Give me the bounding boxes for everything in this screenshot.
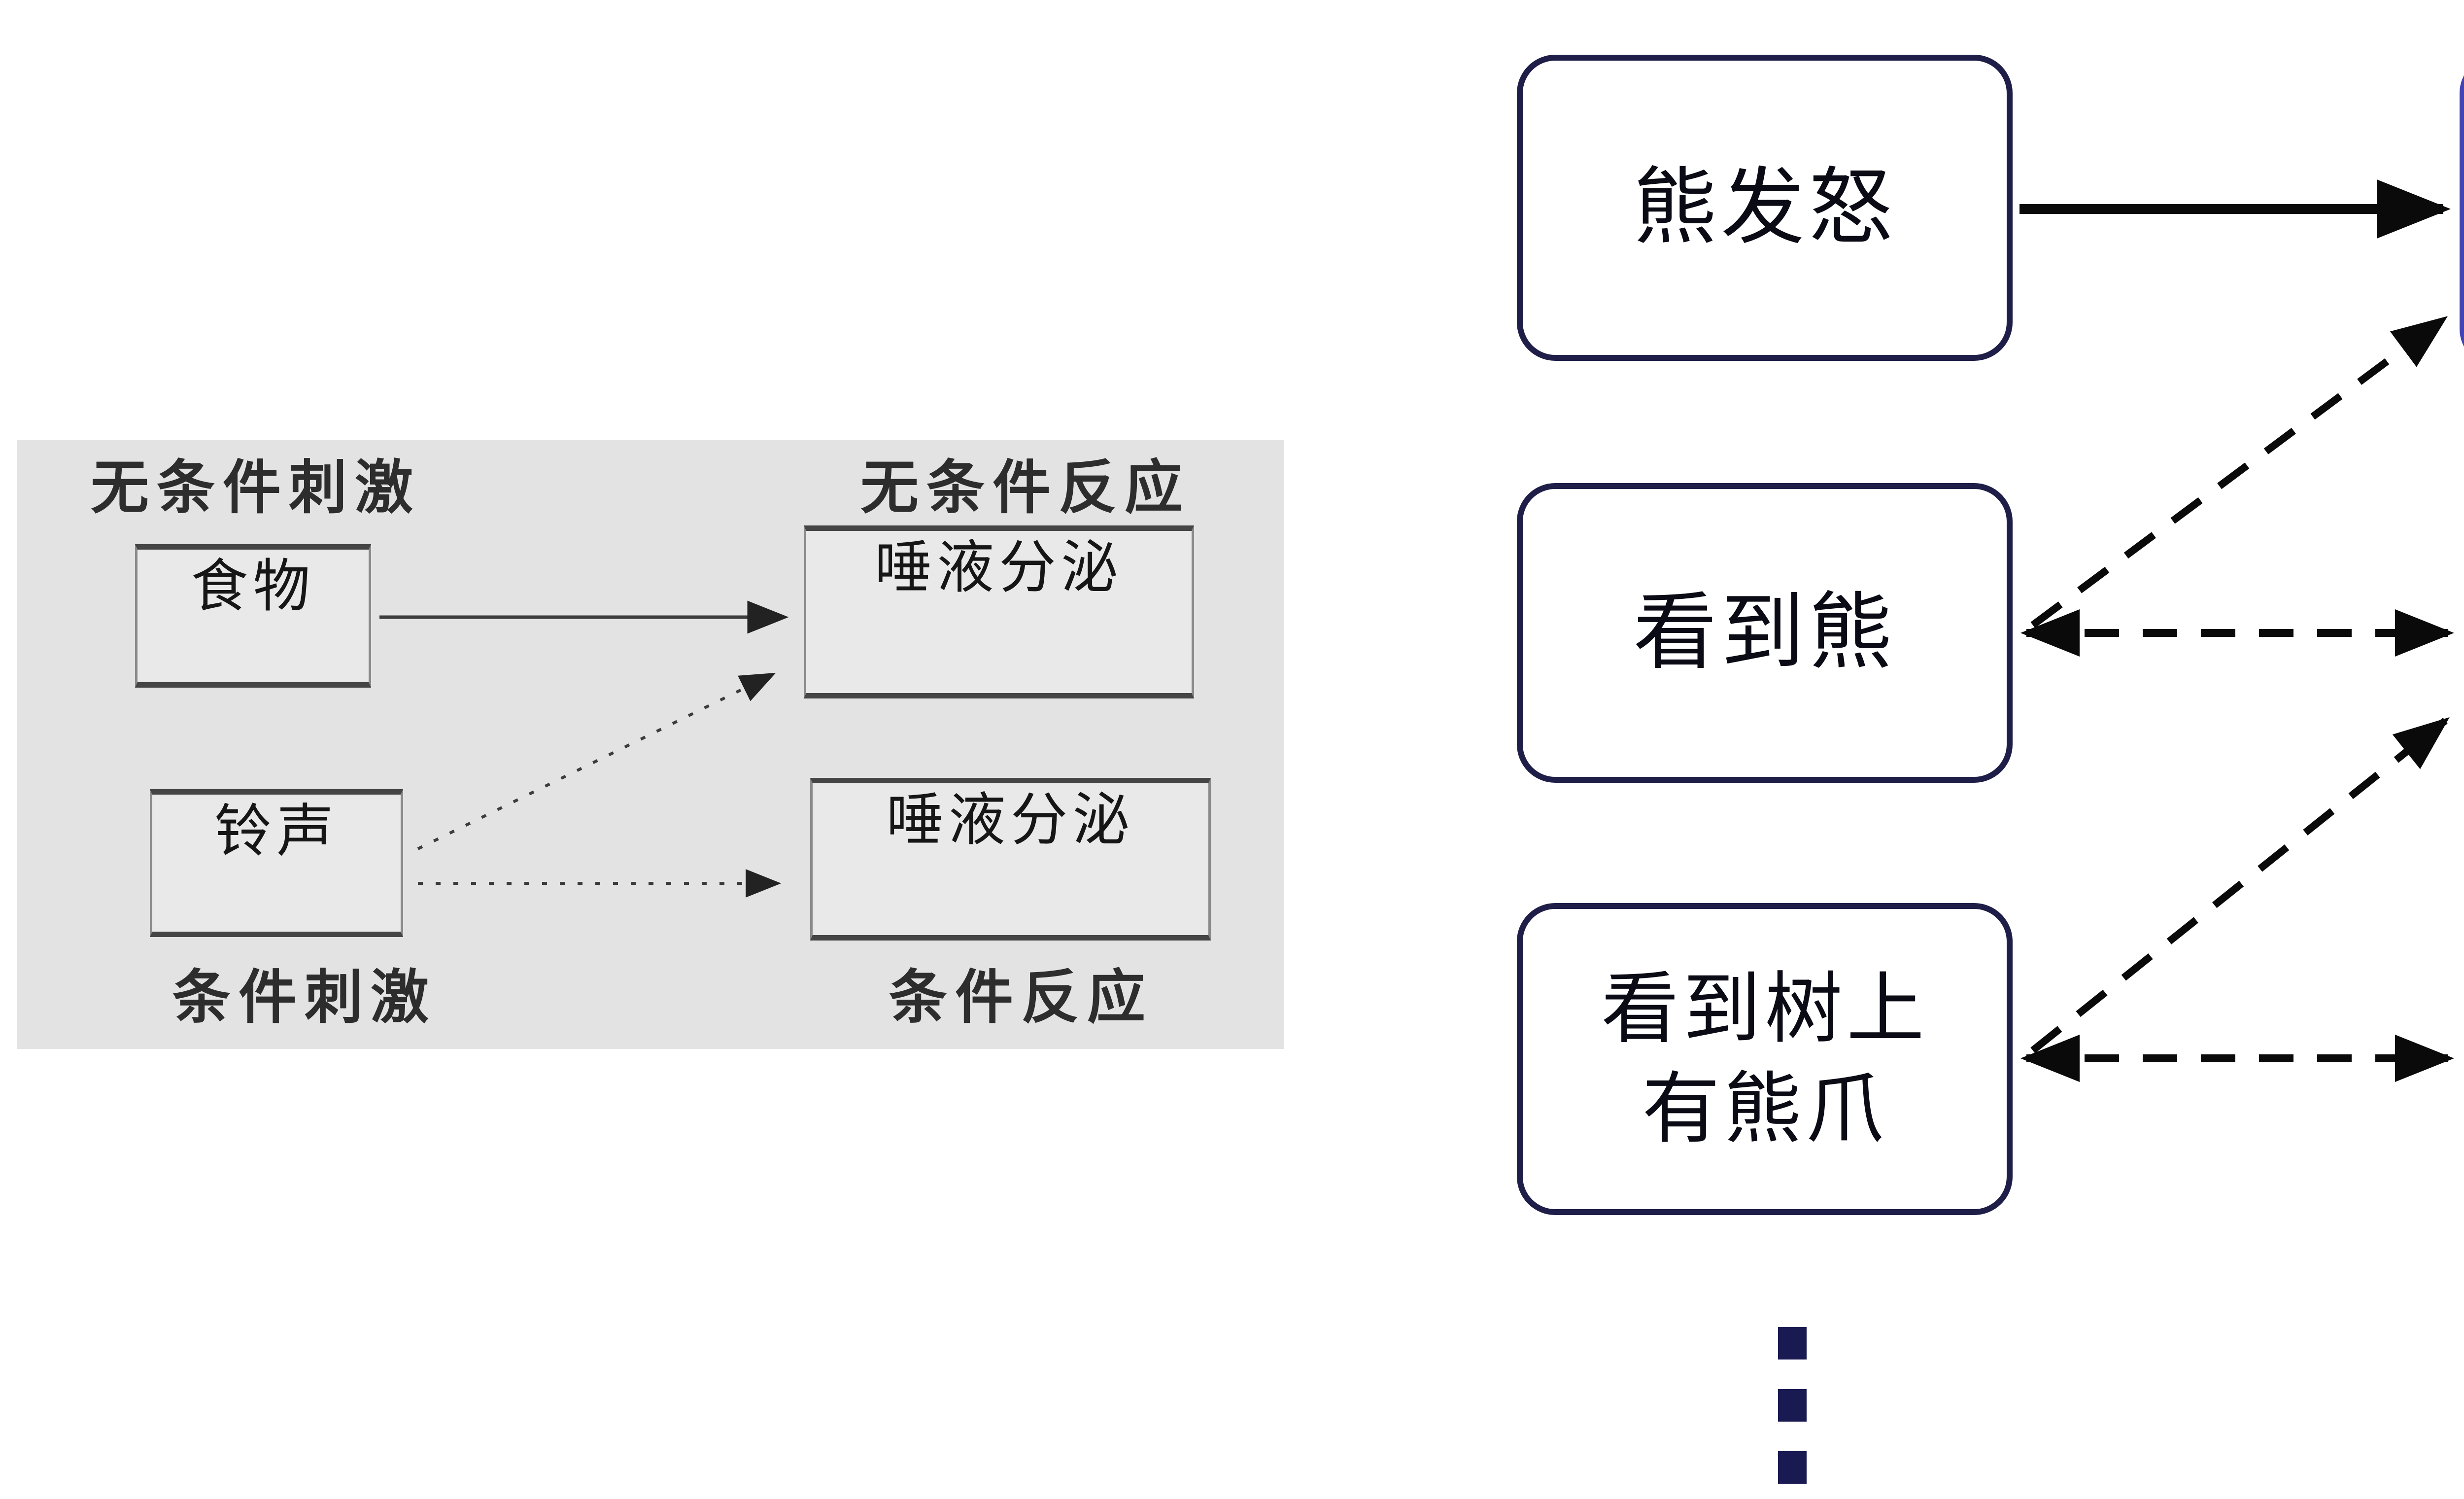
td-arrows	[2019, 179, 2454, 1082]
node-food: 食物	[135, 544, 371, 688]
node-see-claw-on-tree-label: 看到树上 有熊爪	[1601, 966, 1928, 1152]
label-conditioned-stimulus: 条件刺激	[172, 965, 437, 1030]
node-see-claw-on-tree: 看到树上 有熊爪	[1517, 903, 2013, 1215]
pavlov-conditioning-panel: 无条件刺激 无条件反应 食物 唾液分泌 铃声 唾液分泌 条件刺激 条件反应	[17, 440, 1284, 1049]
ellipsis-dot	[1778, 1451, 1807, 1484]
pavlov-arrows	[379, 600, 789, 898]
node-reward: 奖励	[2460, 55, 2464, 367]
label-unconditioned-stimulus: 无条件刺激	[91, 455, 421, 521]
node-bell-label: 铃声	[214, 799, 339, 863]
vertical-ellipsis-stimuli	[1778, 1327, 1807, 1484]
label-unconditioned-response: 无条件反应	[860, 455, 1191, 521]
node-see-bear: 看到熊	[1517, 483, 2013, 783]
arrow-bell-to-unconditioned-salivation	[417, 672, 776, 850]
node-bear-rage: 熊发怒	[1517, 55, 2013, 361]
arrow-see-bear-to-reward	[2030, 316, 2448, 628]
node-bear-rage-label: 熊发怒	[1633, 160, 1896, 254]
node-unconditioned-salivation-label: 唾液分泌	[875, 535, 1123, 599]
label-conditioned-response: 条件反应	[889, 965, 1154, 1030]
node-bell: 铃声	[150, 789, 403, 937]
ellipsis-dot	[1778, 1389, 1807, 1422]
arrow-see-claw-to-value-next-state	[2030, 717, 2450, 1053]
node-conditioned-salivation: 唾液分泌	[810, 778, 1211, 941]
node-food-label: 食物	[191, 554, 315, 618]
node-unconditioned-salivation: 唾液分泌	[804, 525, 1194, 698]
node-conditioned-salivation-label: 唾液分泌	[886, 788, 1135, 852]
ellipsis-dot	[1778, 1327, 1807, 1360]
node-see-bear-label: 看到熊	[1633, 586, 1896, 680]
